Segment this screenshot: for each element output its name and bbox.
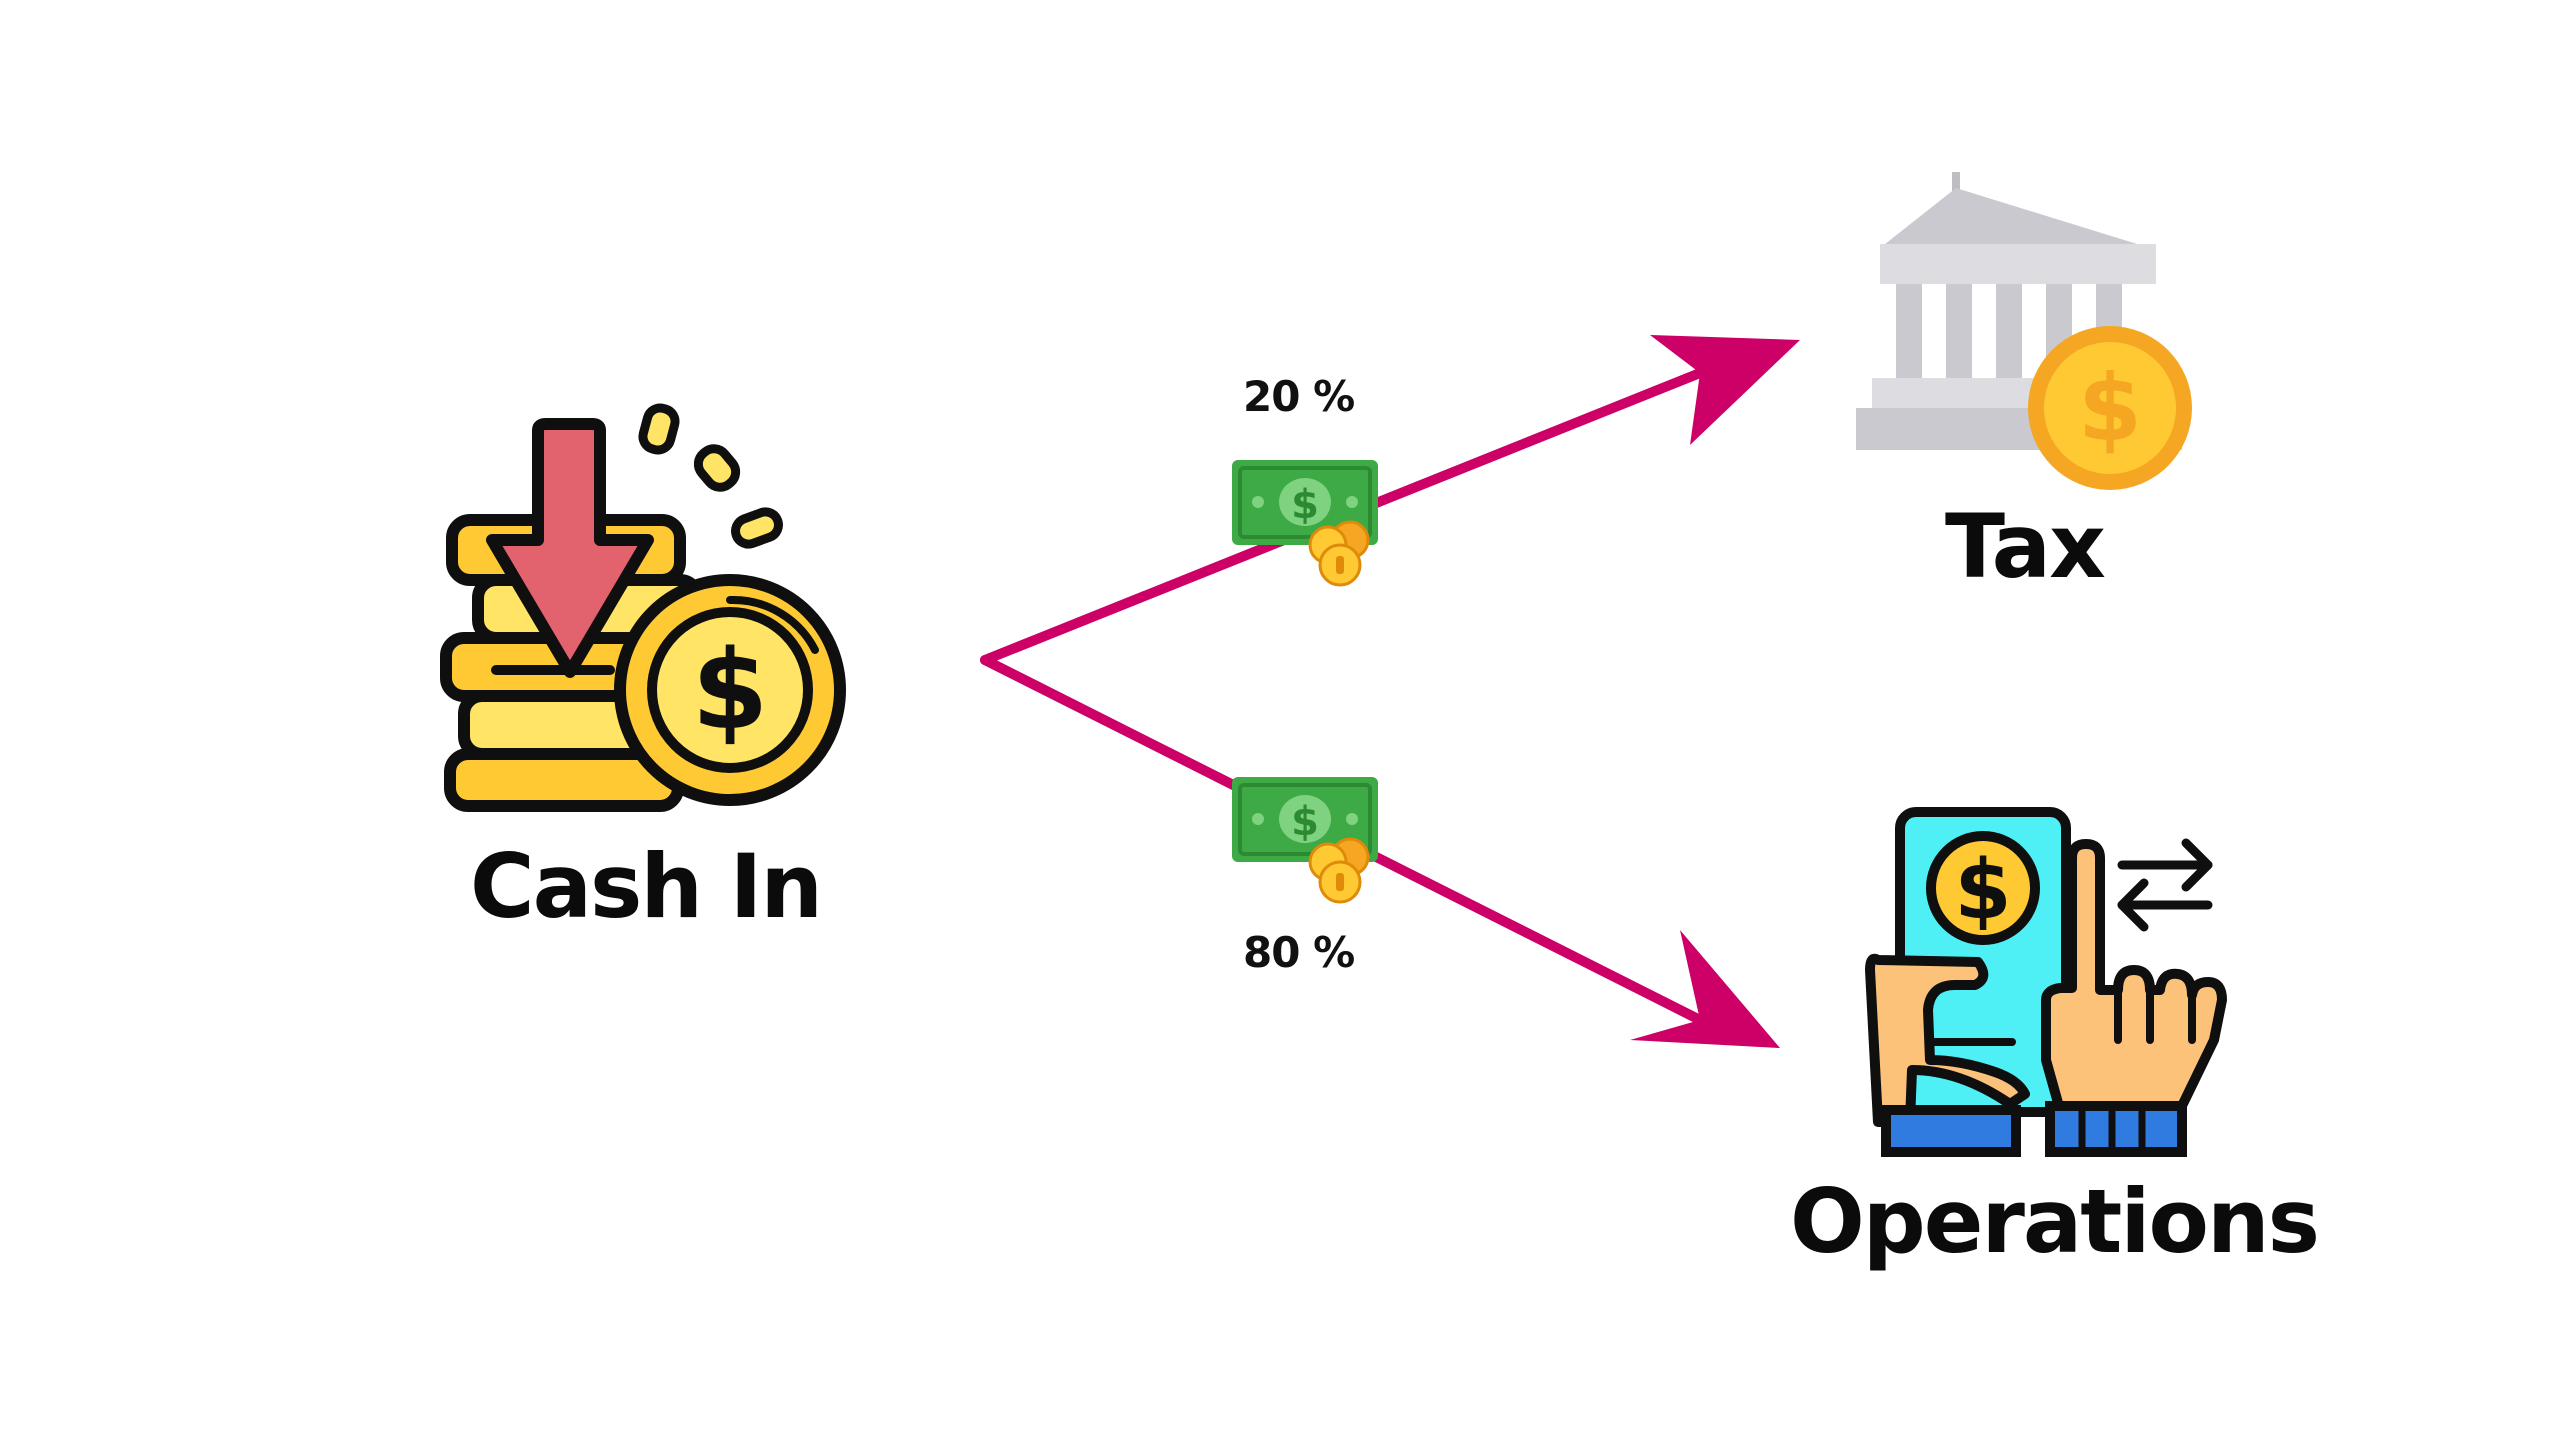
node-label-tax: Tax [1945, 495, 2106, 598]
flow-share-operations: 80 % [1243, 928, 1355, 977]
exchange-arrows-icon [2117, 838, 2213, 932]
node-label-operations: Operations [1790, 1170, 2320, 1273]
money-icon: $ [1232, 777, 1378, 904]
money-icon: $ [1232, 460, 1378, 587]
flow-share-tax: 20 % [1243, 372, 1355, 421]
flow-arrow-tax [980, 335, 1800, 665]
bank-icon: $ [1856, 172, 2192, 490]
svg-text:$: $ [2078, 355, 2142, 462]
arrowhead-operations-icon [1630, 930, 1780, 1048]
svg-text:$: $ [1291, 482, 1319, 528]
svg-text:$: $ [1291, 799, 1319, 845]
flow-arrow-operations [980, 655, 1780, 1048]
arrowhead-tax-icon [1650, 335, 1800, 445]
cash-in-icon: $ [440, 403, 846, 812]
svg-text:$: $ [692, 626, 769, 754]
node-label-cash-in: Cash In [470, 835, 823, 938]
mobile-payment-icon: $ [1865, 807, 2227, 1157]
svg-text:$: $ [1954, 843, 2011, 938]
